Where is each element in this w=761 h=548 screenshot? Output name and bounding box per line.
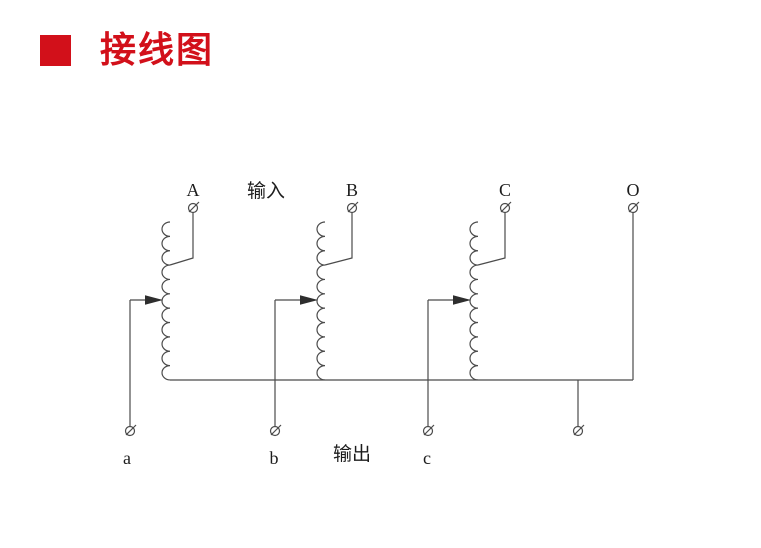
terminal-connector-a bbox=[124, 424, 137, 437]
label-output-section: 输出 bbox=[333, 443, 371, 465]
terminal-connector-neutral-out bbox=[572, 424, 585, 437]
terminal-connector-O bbox=[627, 201, 640, 214]
neutral-bus bbox=[170, 212, 634, 427]
header: 接线图 bbox=[40, 32, 214, 68]
label-input-terminal-C: C bbox=[499, 180, 511, 200]
phase-a-winding bbox=[129, 212, 194, 427]
label-input-terminal-A: A bbox=[187, 180, 200, 200]
tap-wire-A bbox=[169, 212, 194, 266]
phase-b-winding bbox=[274, 212, 353, 427]
terminal-connector-c bbox=[422, 424, 435, 437]
terminal-connector-b bbox=[269, 424, 282, 437]
phase-c-winding bbox=[427, 212, 506, 427]
label-neutral-terminal-O: O bbox=[627, 180, 640, 200]
label-input-section: 输入 bbox=[247, 180, 285, 202]
label-output-terminal-b: b bbox=[270, 448, 279, 468]
coil-phase-c bbox=[469, 221, 479, 381]
terminal-connector-B bbox=[346, 201, 359, 214]
red-square-bullet-icon bbox=[40, 34, 71, 66]
label-output-terminal-a: a bbox=[123, 448, 131, 468]
coil-phase-a bbox=[161, 221, 171, 381]
terminal-connector-C bbox=[499, 201, 512, 214]
wiper-arrow-b bbox=[300, 295, 318, 305]
wiper-arrow-a bbox=[145, 295, 163, 305]
terminal-connector-A bbox=[187, 201, 200, 214]
label-output-terminal-c: c bbox=[423, 448, 431, 468]
label-input-terminal-B: B bbox=[346, 180, 358, 200]
tap-wire-B bbox=[324, 212, 353, 266]
page-title: 接线图 bbox=[100, 29, 215, 70]
tap-wire-C bbox=[477, 212, 506, 266]
wiper-arrow-c bbox=[453, 295, 471, 305]
coil-phase-b bbox=[316, 221, 326, 381]
